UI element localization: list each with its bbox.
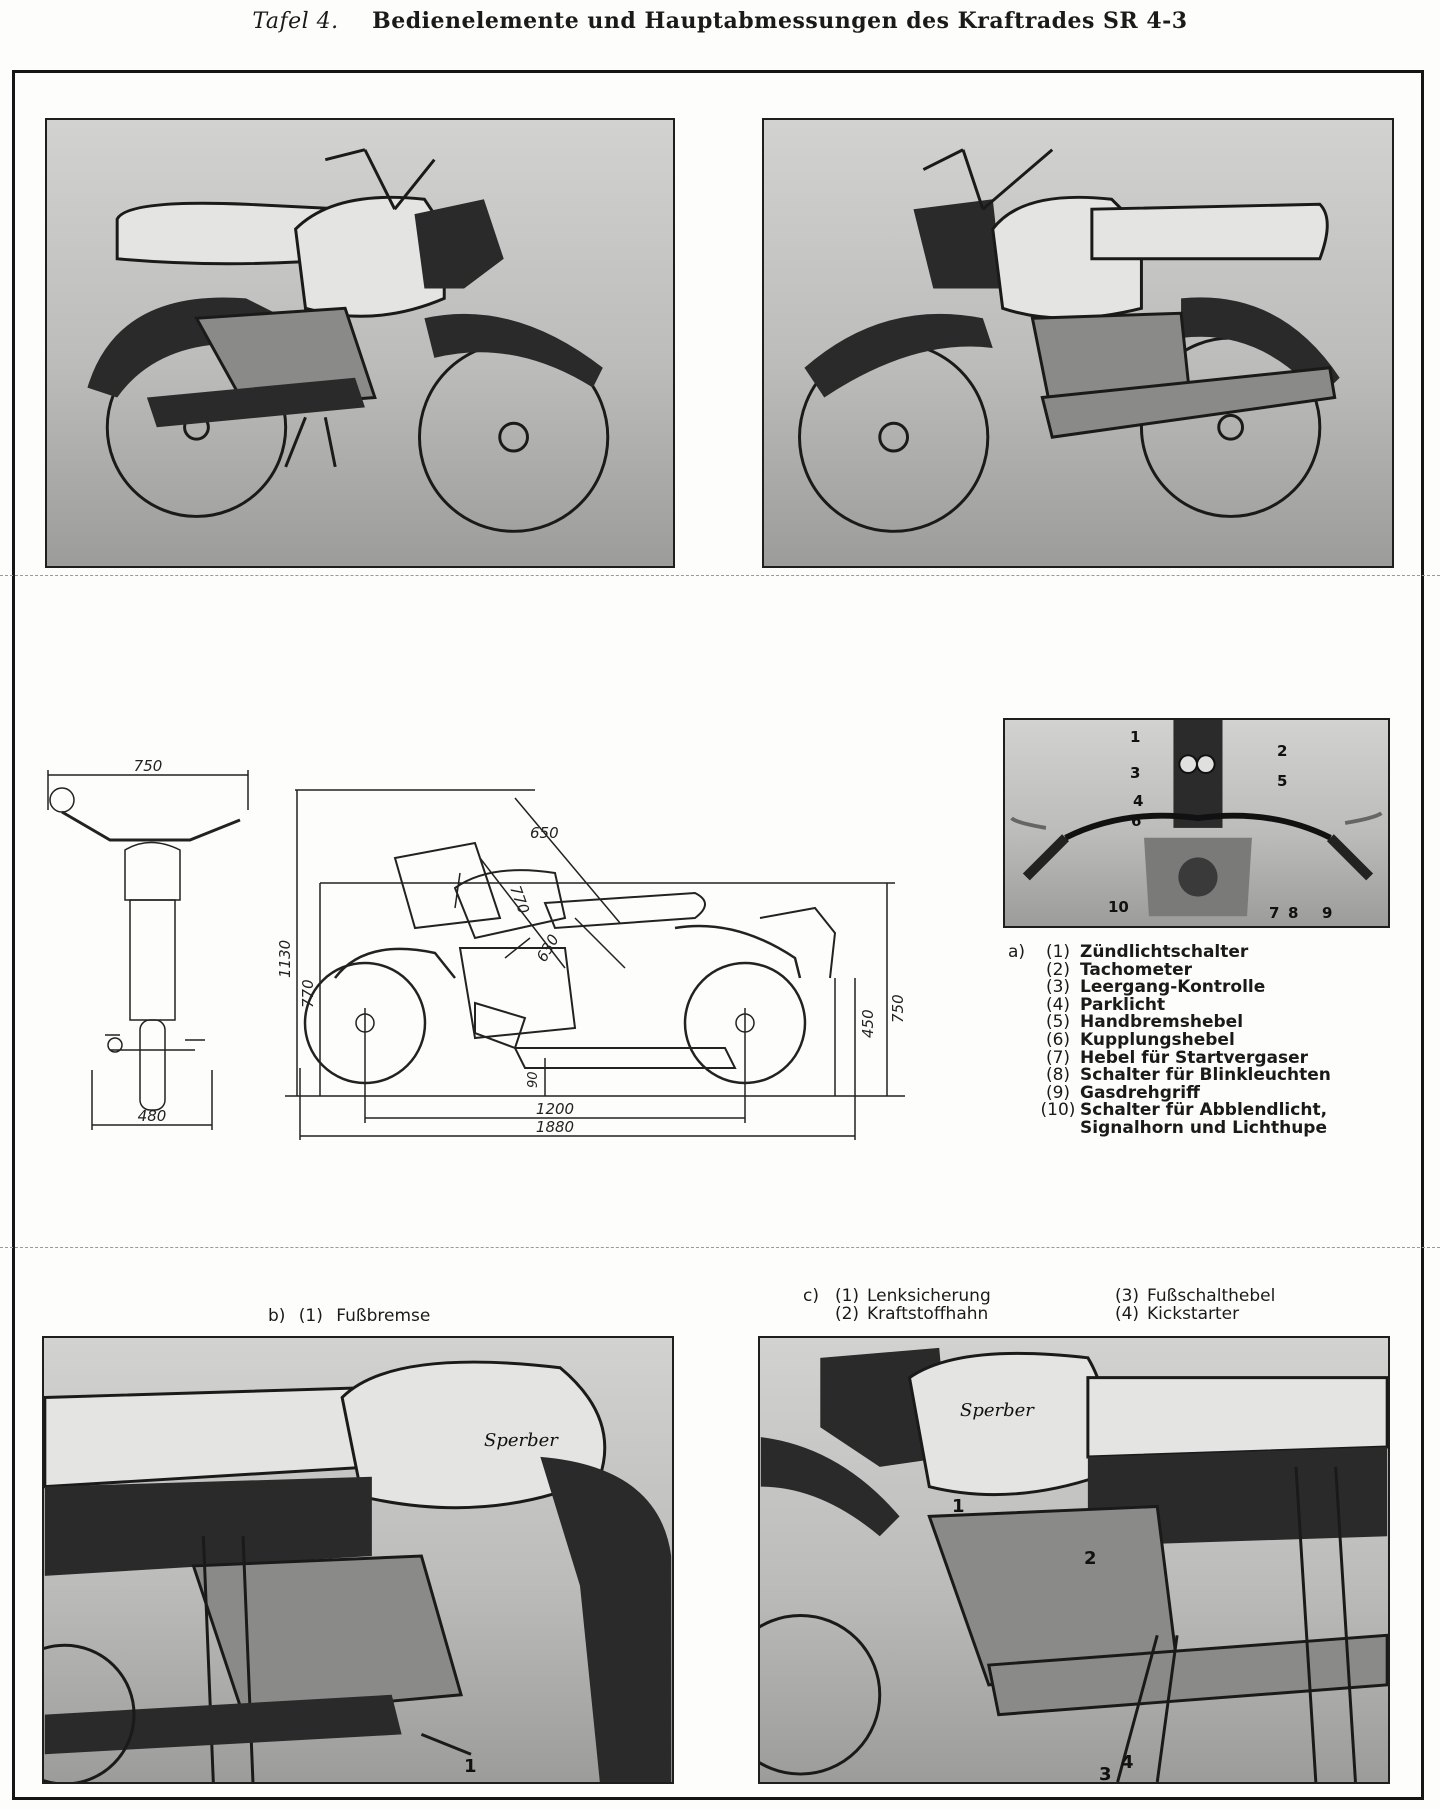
dim-1130: 1130 [276, 940, 294, 978]
legend-item: (10)Schalter für Abblendlicht, [1040, 1100, 1328, 1121]
legend-item: (2)Tachometer [1045, 959, 1193, 980]
page-frame [12, 70, 1424, 1800]
plate-title: Bedienelemente und Hauptabmessungen des … [372, 8, 1188, 34]
legend-item: (9)Gasdrehgriff [1045, 1082, 1200, 1103]
photo-foot-brake-detail: 1 Sperber [42, 1336, 674, 1784]
dim-750: 750 [889, 994, 907, 1023]
photo-c-callout-3: 3 [1099, 1764, 1112, 1784]
tank-script: Sperber [484, 1430, 558, 1451]
legend-a: a)(1)Zündlichtschalter (2)Tachometer (3)… [1008, 942, 1418, 1138]
detail-callout-5: 5 [1277, 772, 1288, 790]
detail-callout-9: 9 [1322, 904, 1333, 922]
caption-c: c)(1)Lenksicherung(3)Fußschalthebel (2)K… [803, 1286, 1276, 1324]
legend-item: (3)Leergang-Kontrolle [1045, 977, 1266, 998]
photo-b-callout-1: 1 [464, 1756, 477, 1777]
legend-continuation: Signalhorn und Lichthupe [1080, 1117, 1327, 1138]
dim-front-width-bottom: 480 [138, 1107, 167, 1125]
tank-script: Sperber [960, 1400, 1034, 1421]
photo-c-callout-2: 2 [1084, 1548, 1097, 1569]
legend-item: a)(1)Zündlichtschalter [1008, 942, 1249, 962]
photo-c-callout-1: 1 [952, 1496, 965, 1517]
detail-callout-1: 1 [1130, 728, 1141, 746]
front-view-dimension-drawing: 750 480 [40, 750, 265, 1145]
photo-handlebar-detail: 1 2 3 4 5 6 10 7 8 9 [1003, 718, 1390, 928]
handlebar-illustration [1010, 720, 1383, 917]
legend-item: (7)Hebel für Startvergaser [1045, 1047, 1309, 1068]
side-view-dimension-drawing: 650 770 630 1130 770 450 750 90 1200 188… [275, 778, 920, 1150]
motorcycle-illustration [87, 148, 610, 533]
photo-c-callout-4: 4 [1121, 1752, 1134, 1773]
detail-callout-4: 4 [1133, 792, 1144, 810]
dim-90: 90 [526, 1071, 541, 1088]
detail-callout-7: 7 [1269, 904, 1280, 922]
caption-b: b) (1) Fußbremse [268, 1306, 431, 1326]
dim-650: 650 [530, 824, 559, 842]
controls-illustration [760, 1347, 1388, 1782]
detail-callout-10: 10 [1108, 898, 1129, 916]
legend-item: (8)Schalter für Blinkleuchten [1045, 1065, 1331, 1086]
dim-450: 450 [859, 1009, 877, 1038]
page-title: Tafel 4. Bedienelemente und Hauptabmessu… [0, 8, 1440, 34]
legend-item: (5)Handbremshebel [1045, 1012, 1244, 1033]
dim-770: 770 [299, 979, 317, 1008]
foot-brake-illustration [44, 1360, 672, 1782]
caption-prefix: c) [803, 1286, 819, 1306]
dim-770-tank: 770 [506, 883, 533, 916]
legend-item: (6)Kupplungshebel [1045, 1029, 1235, 1050]
dim-1880: 1880 [536, 1118, 574, 1136]
dim-front-width-top: 750 [134, 757, 163, 775]
fold-line-bottom [0, 1247, 1440, 1248]
photo-motorcycle-right-side [45, 118, 675, 568]
detail-callout-3: 3 [1130, 764, 1141, 782]
caption-prefix: b) [268, 1306, 286, 1326]
detail-callout-6: 6 [1131, 812, 1142, 830]
detail-callout-8: 8 [1288, 904, 1299, 922]
photo-controls-detail: 1 2 3 4 Sperber [758, 1336, 1390, 1784]
legend-item: (4)Parklicht [1045, 994, 1166, 1015]
plate-number: Tafel 4. [252, 9, 339, 34]
motorcycle-illustration [798, 148, 1340, 533]
detail-callout-2: 2 [1277, 742, 1288, 760]
fold-line-top [0, 575, 1440, 576]
dim-1200: 1200 [536, 1100, 574, 1118]
legend-prefix: a) [1008, 942, 1026, 962]
photo-motorcycle-left-side [762, 118, 1394, 568]
